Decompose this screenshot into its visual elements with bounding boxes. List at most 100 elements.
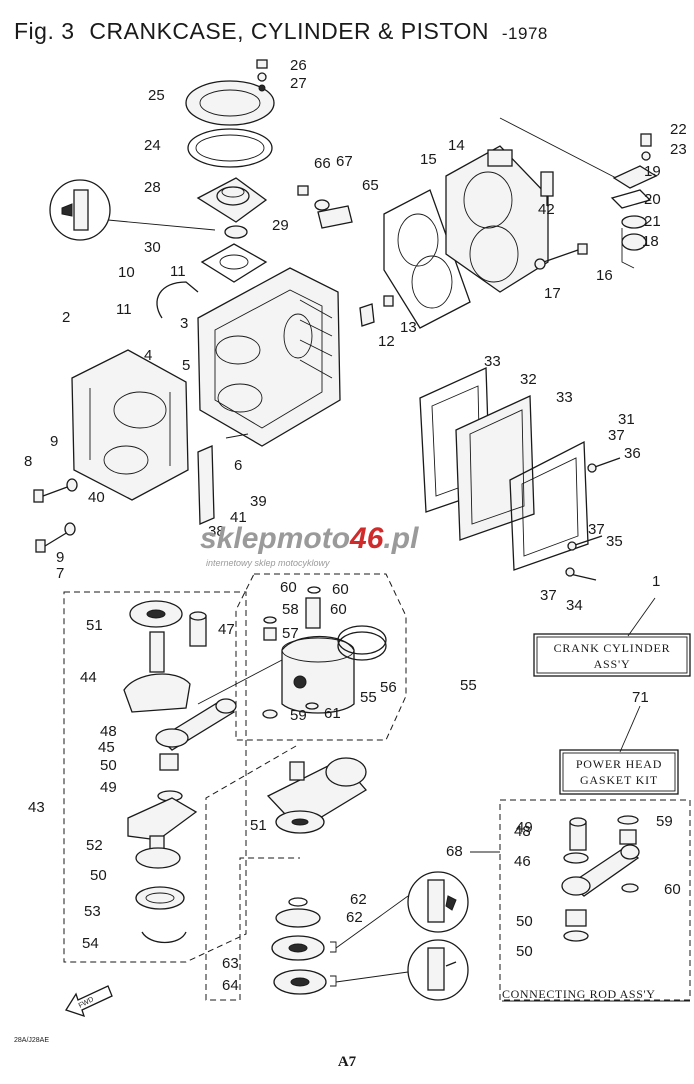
crank-web-45 — [127, 797, 198, 841]
callout-30: 30 — [144, 239, 161, 256]
bearing-52 — [135, 835, 181, 869]
callout-55: 55 — [460, 677, 477, 694]
callout-29: 29 — [272, 217, 289, 234]
callout-11: 11 — [116, 301, 132, 318]
callout-69: 69 — [0, 0, 17, 4]
callout-60: 60 — [332, 581, 349, 598]
piston-group-box — [235, 573, 407, 741]
callout-37: 37 — [540, 587, 557, 604]
washer-60-right-bottom — [621, 883, 639, 893]
assy-number-71: 71 — [632, 689, 649, 706]
callout-11: 11 — [170, 263, 186, 280]
callout-40: 40 — [88, 489, 105, 506]
callout-60: 60 — [330, 601, 347, 618]
bolt-26 — [256, 59, 268, 82]
callout-51: 51 — [250, 817, 267, 834]
callout-48: 48 — [514, 823, 531, 840]
callout-47: 47 — [218, 621, 235, 638]
callout-18: 18 — [642, 233, 659, 250]
clip-62-top — [307, 586, 321, 594]
callout-68: 68 — [446, 843, 463, 860]
callout-31: 31 — [618, 411, 635, 428]
callout-9: 9 — [56, 549, 64, 566]
callout-37: 37 — [608, 427, 625, 444]
callout-59: 59 — [290, 707, 307, 724]
callout-43: 43 — [28, 799, 45, 816]
top-cover-ring — [185, 80, 275, 126]
callout-58: 58 — [282, 601, 299, 618]
callout-13: 13 — [400, 319, 417, 336]
washer-60-bottom — [262, 709, 278, 719]
bearing-59-top — [263, 627, 277, 641]
callout-19: 19 — [644, 163, 661, 180]
oil-seal — [224, 225, 248, 239]
callout-50: 50 — [516, 913, 533, 930]
cylinder-block — [445, 145, 549, 293]
crankcase-body — [197, 267, 341, 447]
cover-gasket — [187, 128, 273, 168]
callout-50: 50 — [90, 867, 107, 884]
bearing-53 — [135, 886, 185, 910]
callout-44: 44 — [80, 669, 97, 686]
callout-36: 36 — [624, 445, 641, 462]
callout-39: 39 — [250, 493, 267, 510]
ring-63 — [288, 897, 308, 907]
callout-59: 59 — [656, 813, 673, 830]
inset-leaders — [335, 895, 409, 983]
lower-crank-leader — [205, 745, 300, 1001]
housing-gasket — [200, 243, 268, 283]
detail-inset-lower — [407, 939, 469, 1001]
crank-cylinder-assy-box — [533, 597, 691, 677]
detail-inset-top — [49, 179, 216, 241]
callout-63: 63 — [222, 955, 239, 972]
spark-plug — [540, 171, 554, 206]
page-number: A7 — [338, 1054, 357, 1070]
bracket-12 — [359, 295, 394, 327]
callout-65: 65 — [362, 177, 379, 194]
bearing-51-right — [565, 909, 587, 927]
callout-51: 51 — [86, 617, 103, 634]
figure-title: Fig. 3 CRANKCASE, CYLINDER & PISTON -197… — [14, 18, 548, 45]
callout-10: 10 — [118, 264, 135, 281]
piston — [281, 635, 355, 714]
exhaust-cover-31 — [509, 440, 589, 571]
callout-37: 37 — [588, 521, 605, 538]
piston-rings — [337, 625, 387, 661]
bearing-housing — [196, 177, 268, 223]
hose — [156, 281, 199, 319]
callout-62: 62 — [346, 909, 363, 926]
callout-57: 57 — [282, 625, 299, 642]
bolt-16 — [534, 243, 588, 270]
callout-48: 48 — [100, 723, 117, 740]
clamp-group — [297, 185, 353, 229]
pin-49-right — [569, 817, 587, 851]
seal-66 — [273, 969, 327, 995]
clip-62-bottom — [305, 702, 319, 710]
callout-27: 27 — [290, 75, 307, 92]
washer-60-right-top — [617, 815, 639, 825]
gasket-kit-line2: GASKET KIT — [580, 773, 658, 787]
figure-year: -1978 — [501, 24, 548, 43]
callout-26: 26 — [290, 57, 307, 74]
callout-67: 67 — [336, 153, 353, 170]
callout-35: 35 — [606, 533, 623, 550]
callout-56: 56 — [380, 679, 397, 696]
callout-20: 20 — [644, 191, 661, 208]
callout-2: 2 — [62, 309, 70, 326]
leader-conrod — [197, 659, 283, 705]
callout-8: 8 — [24, 453, 32, 470]
callout-38: 38 — [208, 523, 225, 540]
callout-49: 49 — [516, 819, 533, 836]
callout-64: 64 — [222, 977, 239, 994]
drawing-code: 28A/J28AE — [14, 1037, 49, 1044]
seal-64 — [275, 908, 321, 928]
conrod-assy-label: CONNECTING ROD ASS'Y — [502, 987, 656, 1001]
callout-3: 3 — [180, 315, 188, 332]
watermark-part-2: 46 — [349, 522, 384, 555]
bolt-34 — [565, 567, 597, 581]
callout-6: 6 — [234, 457, 242, 474]
callout-55: 55 — [360, 689, 377, 706]
bolt-7 — [35, 522, 76, 553]
crank-cylinder-line2: ASS'Y — [594, 657, 631, 671]
